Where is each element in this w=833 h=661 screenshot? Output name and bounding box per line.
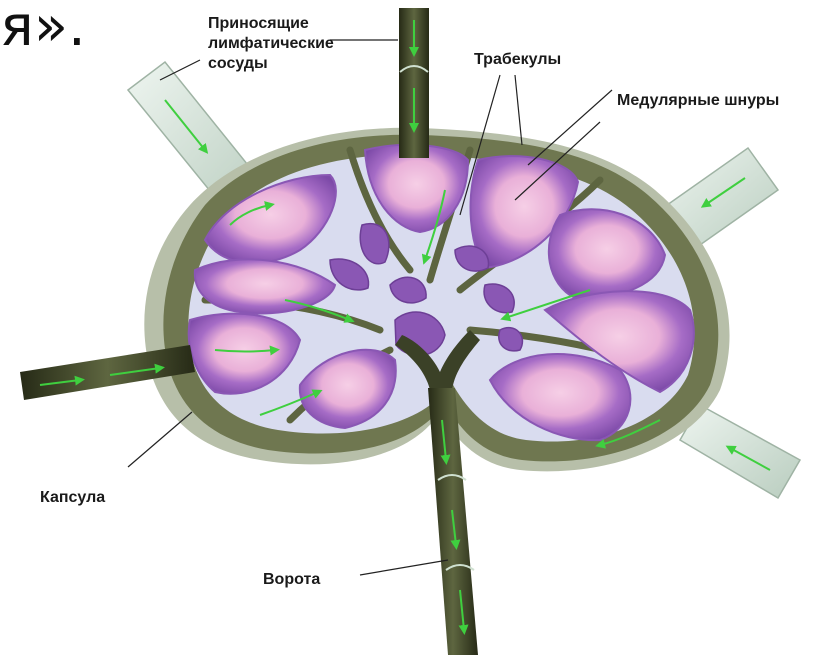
label-hilum: Ворота	[263, 570, 320, 589]
label-afferent-line-3: сосуды	[208, 54, 334, 74]
label-afferent-line-1: Приносящие	[208, 14, 334, 34]
label-trabeculae: Трабекулы	[474, 50, 561, 69]
label-afferent-vessels: Приносящие лимфатические сосуды	[208, 14, 334, 74]
label-afferent-line-2: лимфатические	[208, 34, 334, 54]
label-capsule: Капсула	[40, 488, 105, 507]
label-medullary-cords: Медулярные шнуры	[617, 91, 779, 110]
afferent-vessel-top	[399, 8, 429, 158]
